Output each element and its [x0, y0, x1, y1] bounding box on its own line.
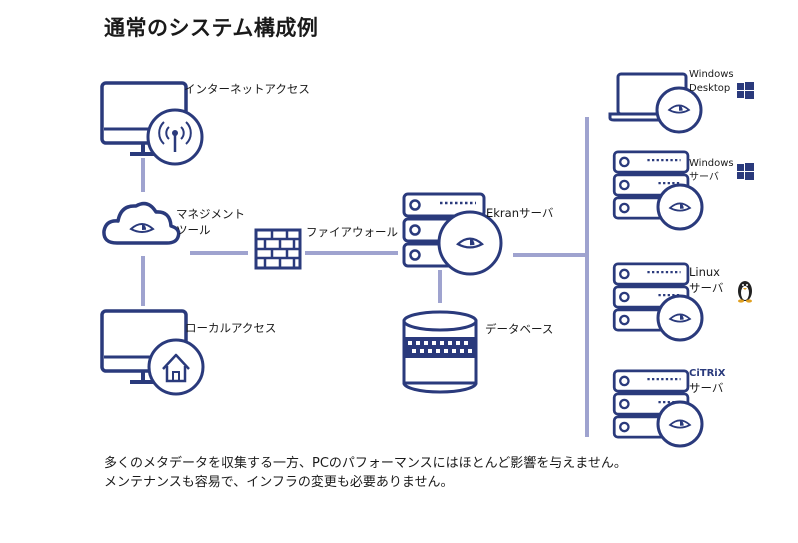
description: 多くのメタデータを収集する一方、PCのパフォーマンスにはほとんど影響を与えません…	[104, 454, 627, 492]
windows-logo-icon	[737, 163, 754, 180]
linux-server-icon	[612, 262, 704, 342]
citrix-server-icon	[612, 369, 704, 448]
linux-server-label: Linux サーバ	[689, 265, 724, 295]
citrix-server-label: サーバ	[689, 381, 724, 395]
cloud-icon	[102, 201, 181, 245]
citrix-logo: CiTRiX	[689, 368, 726, 379]
connector-lines	[141, 117, 589, 437]
windows-server-label: Windows サーバ	[689, 158, 734, 183]
tux-penguin-icon	[738, 281, 752, 303]
database-label: データベース	[485, 322, 554, 336]
windows-desktop-laptop-icon	[608, 72, 703, 134]
page-title: 通常のシステム構成例	[104, 16, 319, 40]
firewall-icon	[254, 228, 302, 270]
local-access-label: ローカルアクセス	[185, 321, 277, 335]
firewall-label: ファイアウォール	[306, 225, 398, 239]
ekran-server-icon	[402, 192, 503, 276]
description-line-2: メンテナンスも容易で、インフラの変更も必要ありません。	[104, 475, 454, 490]
home-icon	[147, 338, 205, 396]
ekran-server-label: Ekranサーバ	[486, 206, 554, 220]
wifi-icon	[146, 108, 204, 166]
internet-access-label: インターネットアクセス	[184, 82, 310, 96]
description-line-1: 多くのメタデータを収集する一方、PCのパフォーマンスにはほとんど影響を与えません…	[104, 456, 627, 471]
windows-logo-icon	[737, 82, 754, 99]
windows-server-icon	[612, 150, 704, 231]
database-icon	[402, 310, 478, 394]
management-tool-label: マネジメント ツール	[176, 207, 245, 237]
windows-desktop-label: Windows Desktop	[689, 69, 734, 94]
